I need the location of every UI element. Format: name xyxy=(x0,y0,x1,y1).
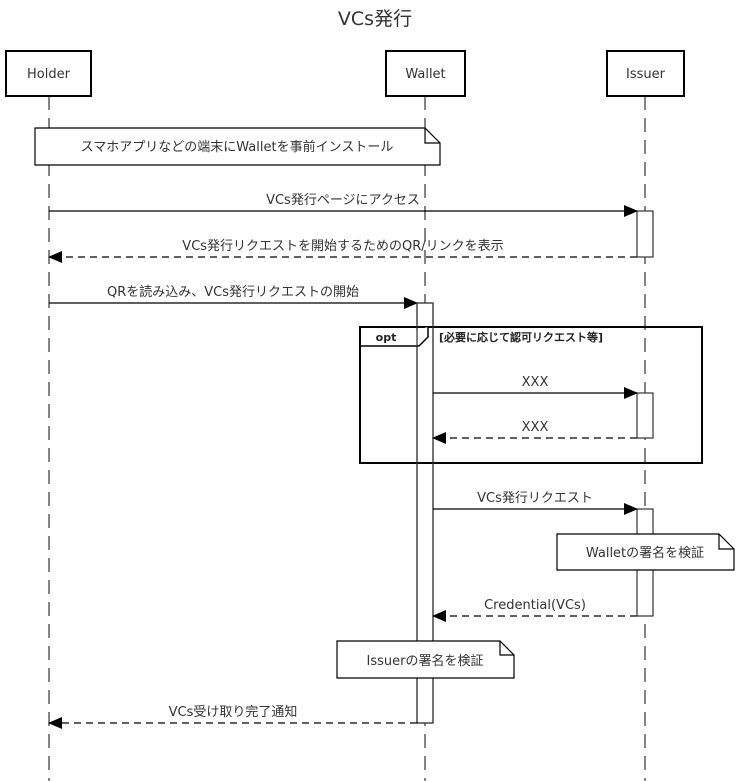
note-preinstall-text: スマホアプリなどの端末にWalletを事前インストール xyxy=(81,139,394,155)
diagram-title: VCs発行 xyxy=(338,8,412,30)
message-label: Credential(VCs) xyxy=(484,598,586,613)
message-vcs-issue-request: VCs発行リクエスト xyxy=(433,491,638,515)
note-wallet-sig: Walletの署名を検証 xyxy=(556,533,735,571)
activation-wallet-outline xyxy=(416,302,434,724)
activation-issuer-1 xyxy=(636,210,654,258)
message-label: VCs発行ページにアクセス xyxy=(266,193,420,208)
message-access-issue-page: VCs発行ページにアクセス xyxy=(49,193,638,217)
participant-issuer-label: Issuer xyxy=(626,67,666,82)
note-issuer-sig: Issuerの署名を検証 xyxy=(336,640,515,679)
message-label: VCs受け取り完了通知 xyxy=(169,704,298,720)
opt-fragment: opt [必要に応じて認可リクエスト等] xyxy=(359,326,703,464)
participant-holder[interactable]: Holder xyxy=(5,50,92,97)
message-show-qr: VCs発行リクエストを開始するためのQR/リンクを表示 xyxy=(48,239,637,263)
participant-holder-label: Holder xyxy=(27,67,71,82)
opt-guard: [必要に応じて認可リクエスト等] xyxy=(439,330,603,344)
activation-issuer-2 xyxy=(636,392,654,439)
message-label: VCs発行リクエスト xyxy=(477,491,593,506)
message-label: QRを読み込み、VCs発行リクエストの開始 xyxy=(107,284,359,300)
note-wallet-sig-text: Walletの署名を検証 xyxy=(586,545,704,561)
message-xxx-response: XXX xyxy=(432,420,637,444)
message-label: XXX xyxy=(522,420,549,435)
message-xxx-request: XXX xyxy=(433,375,638,399)
message-scan-qr: QRを読み込み、VCs発行リクエストの開始 xyxy=(49,284,418,309)
message-credential: Credential(VCs) xyxy=(432,598,637,622)
message-label: XXX xyxy=(522,375,549,390)
participant-issuer[interactable]: Issuer xyxy=(606,50,685,97)
message-receive-complete: VCs受け取り完了通知 xyxy=(48,704,417,729)
note-preinstall: スマホアプリなどの端末にWalletを事前インストール xyxy=(34,127,441,166)
participant-wallet-label: Wallet xyxy=(405,67,445,82)
participant-wallet[interactable]: Wallet xyxy=(385,50,466,97)
note-issuer-sig-text: Issuerの署名を検証 xyxy=(367,653,484,669)
opt-operator: opt xyxy=(376,331,397,344)
message-label: VCs発行リクエストを開始するためのQR/リンクを表示 xyxy=(182,239,503,254)
